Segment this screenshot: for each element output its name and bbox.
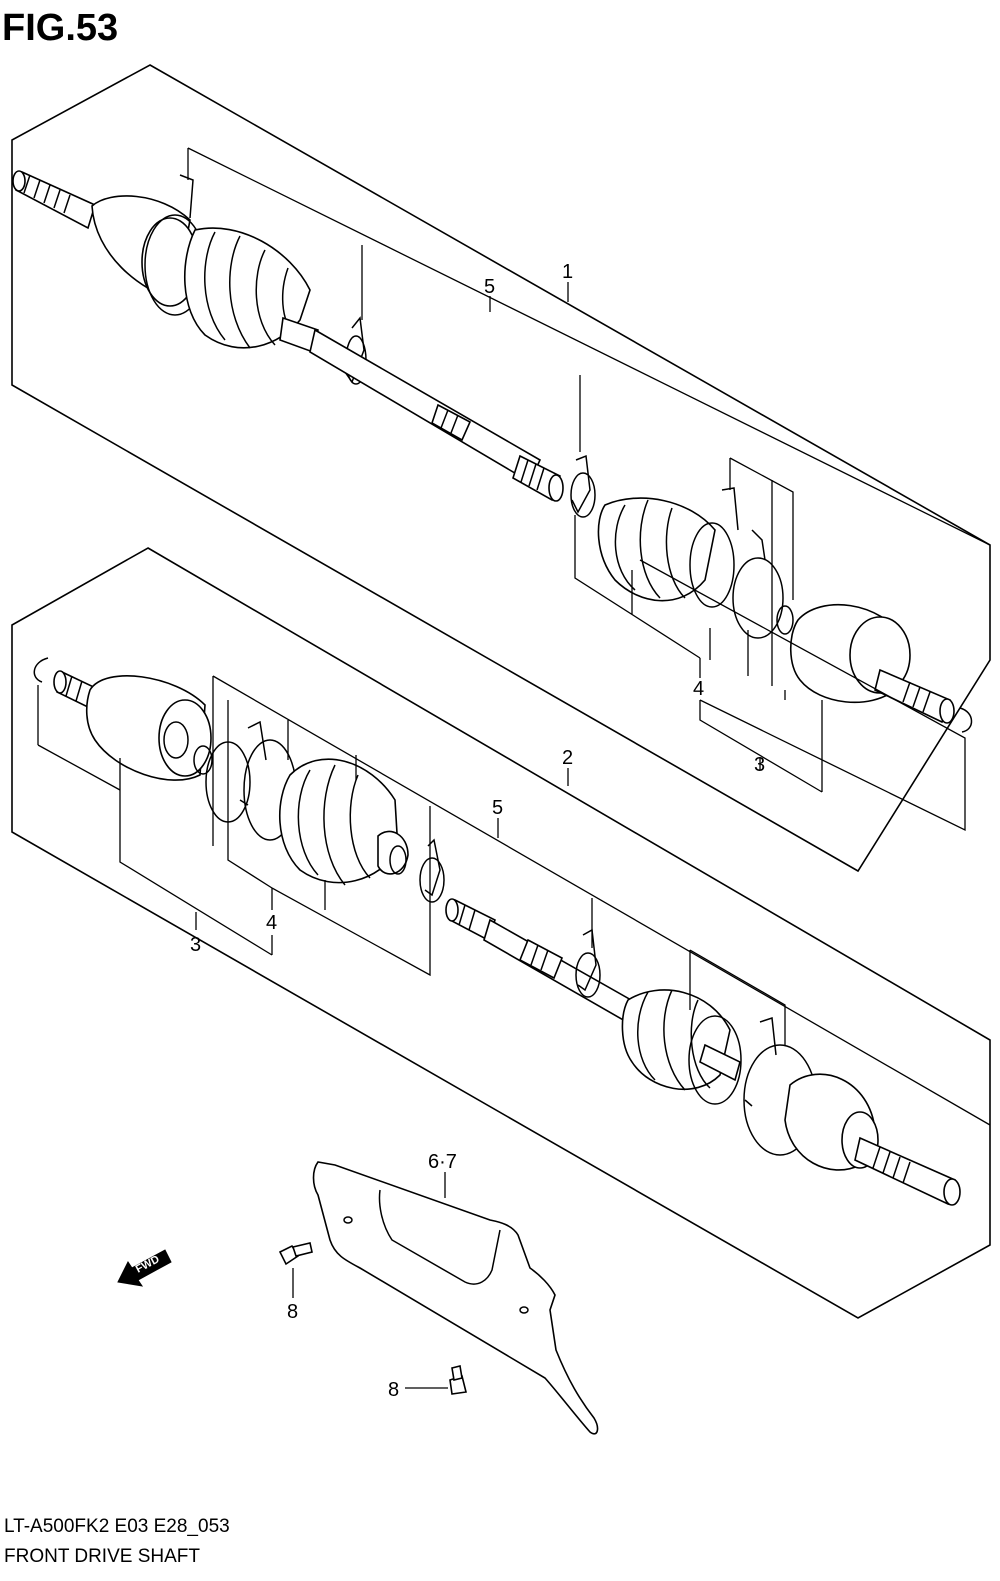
model-code: LT-A500FK2 E03 E28_053	[4, 1516, 230, 1537]
callout-1: 1	[562, 261, 573, 283]
lower-drive-shaft[interactable]	[33, 657, 961, 1206]
drive-shaft-protector[interactable]	[312, 1161, 599, 1435]
bolt-8-lower[interactable]	[449, 1365, 467, 1395]
callout-8-upper: 8	[287, 1301, 298, 1323]
diagram-caption: FRONT DRIVE SHAFT	[4, 1546, 200, 1567]
callout-4-upper: 4	[693, 678, 704, 700]
callout-6-7: 6·7	[428, 1151, 457, 1173]
figure-title: FIG.53	[2, 7, 118, 49]
bolt-8-upper[interactable]	[278, 1242, 313, 1266]
callout-5-upper: 5	[484, 276, 495, 298]
callout-5-lower: 5	[492, 797, 503, 819]
callout-2: 2	[562, 747, 573, 769]
callout-3-lower: 3	[190, 934, 201, 956]
callout-8-lower: 8	[388, 1379, 399, 1401]
lower-assembly-frame	[11, 547, 991, 1319]
upper-drive-shaft[interactable]	[12, 170, 973, 733]
callout-3-upper: 3	[754, 754, 765, 776]
upper-leader-lines	[187, 147, 991, 832]
forward-direction-arrow: FWD	[117, 1249, 172, 1287]
callout-4-lower: 4	[266, 912, 277, 934]
lower-leader-lines	[37, 675, 991, 1126]
